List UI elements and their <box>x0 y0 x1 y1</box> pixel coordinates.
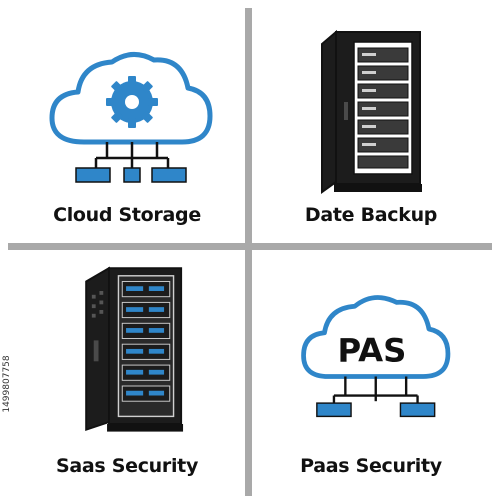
cloud-text: PAS <box>337 331 406 369</box>
tile-date-backup: Date Backup <box>256 10 486 240</box>
tile-label: Paas Security <box>300 455 442 477</box>
side-code: 1499807758 <box>2 355 12 413</box>
tile-saas-security: Saas Security <box>12 253 242 483</box>
server-rack-icon <box>321 29 422 194</box>
tile-label: Saas Security <box>55 455 199 477</box>
tile-label: Cloud Storage <box>53 204 201 226</box>
vertical-divider <box>245 8 252 496</box>
cloud-gear-network-icon <box>49 52 213 183</box>
tile-label: Date Backup <box>304 204 438 226</box>
horizontal-divider <box>8 243 492 250</box>
tile-cloud-storage: Cloud Storage <box>12 10 242 240</box>
cloud-pas-network-icon: PAS <box>301 295 451 418</box>
server-rack-open-icon <box>85 266 184 432</box>
tile-paas-security: PAS Paas Security <box>256 253 486 483</box>
